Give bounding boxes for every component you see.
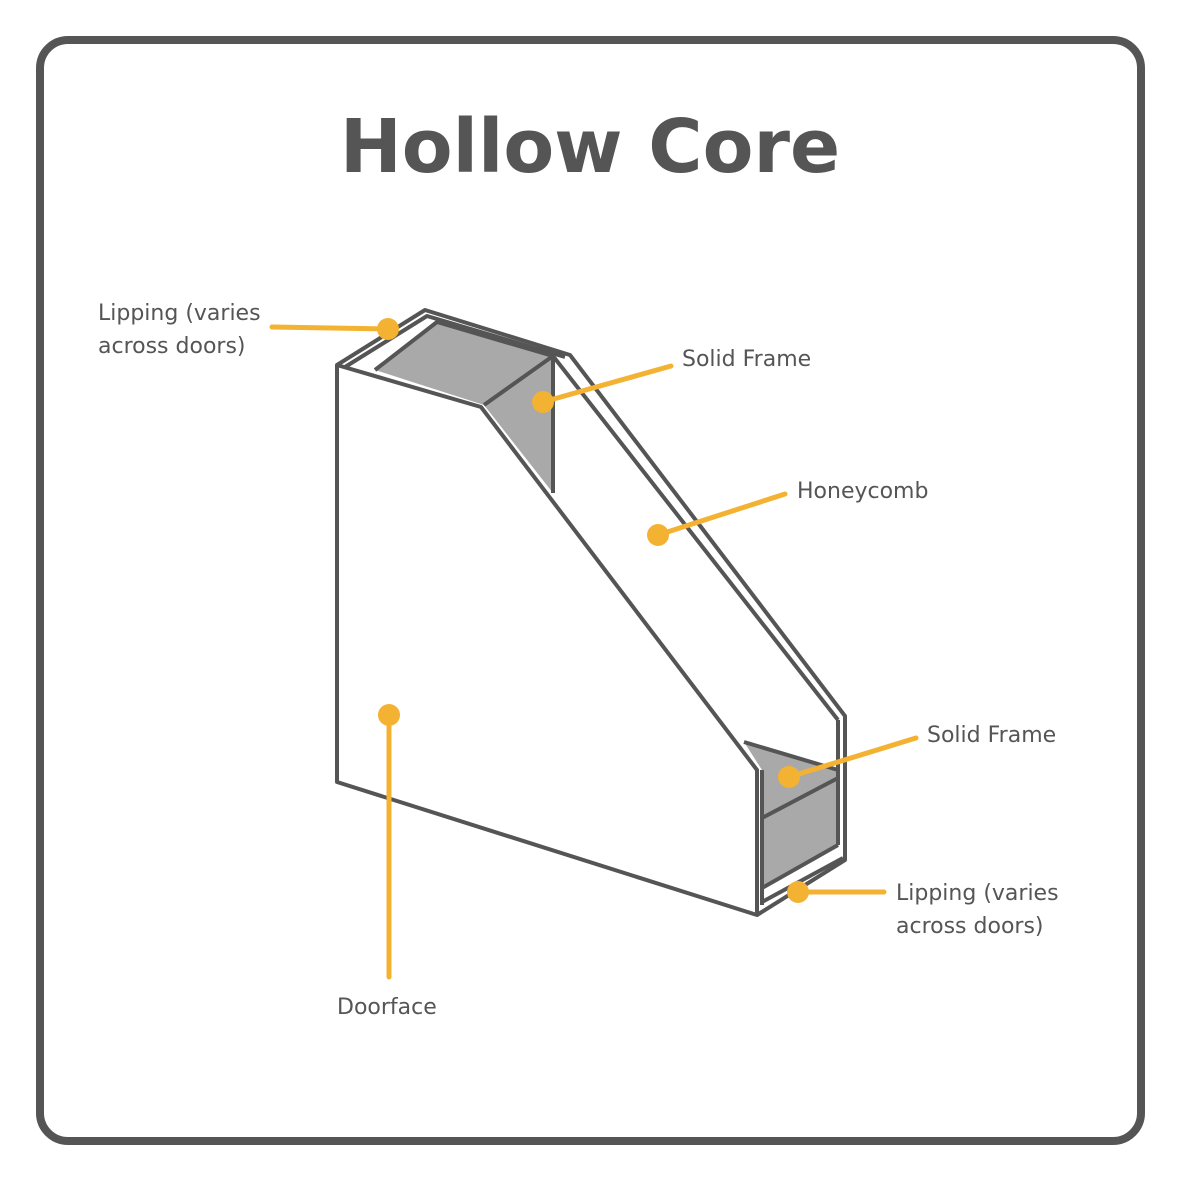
top-lipping-line bbox=[373, 320, 554, 372]
bottom-frame-front-face bbox=[762, 778, 838, 888]
bottom-lipping-line-2 bbox=[761, 856, 844, 904]
callout-line-lipping-top bbox=[269, 324, 391, 332]
callout-dot-solid-frame-bottom bbox=[778, 766, 800, 788]
top-lipping-line-2 bbox=[343, 314, 566, 369]
outer-edge bbox=[335, 308, 847, 917]
label-lipping-bottom-line2: across doors) bbox=[896, 914, 1044, 939]
label-lipping-bottom-line1: Lipping (varies bbox=[896, 881, 1059, 906]
label-solid-frame-top: Solid Frame bbox=[682, 347, 811, 372]
label-doorface: Doorface bbox=[337, 995, 437, 1020]
bottom-frame-divider bbox=[761, 776, 839, 820]
callout-dot-doorface bbox=[378, 704, 400, 726]
callout-dot-solid-frame-top bbox=[532, 391, 554, 413]
labels: Lipping (varies across doors) Solid Fram… bbox=[98, 301, 1059, 1020]
bottom-lipping-line bbox=[761, 843, 839, 890]
callout-line-solid-frame-bottom bbox=[786, 735, 919, 780]
diagram-title: Hollow Core bbox=[340, 104, 840, 190]
callout-dot-lipping-top bbox=[377, 318, 399, 340]
callout-line-honeycomb bbox=[655, 491, 788, 538]
top-frame-top-face bbox=[375, 322, 553, 405]
callout-dot-lipping-bottom bbox=[787, 881, 809, 903]
callouts bbox=[269, 318, 919, 980]
callout-line-solid-frame-top bbox=[540, 363, 674, 405]
doorface-panel bbox=[335, 363, 759, 917]
label-solid-frame-bottom: Solid Frame bbox=[927, 723, 1056, 748]
label-lipping-top-line2: across doors) bbox=[98, 334, 246, 359]
label-lipping-top-line1: Lipping (varies bbox=[98, 301, 261, 326]
callout-dot-honeycomb bbox=[647, 524, 669, 546]
door-drawing bbox=[335, 308, 847, 917]
top-frame-inner-face bbox=[484, 356, 553, 493]
label-honeycomb: Honeycomb bbox=[797, 479, 928, 504]
